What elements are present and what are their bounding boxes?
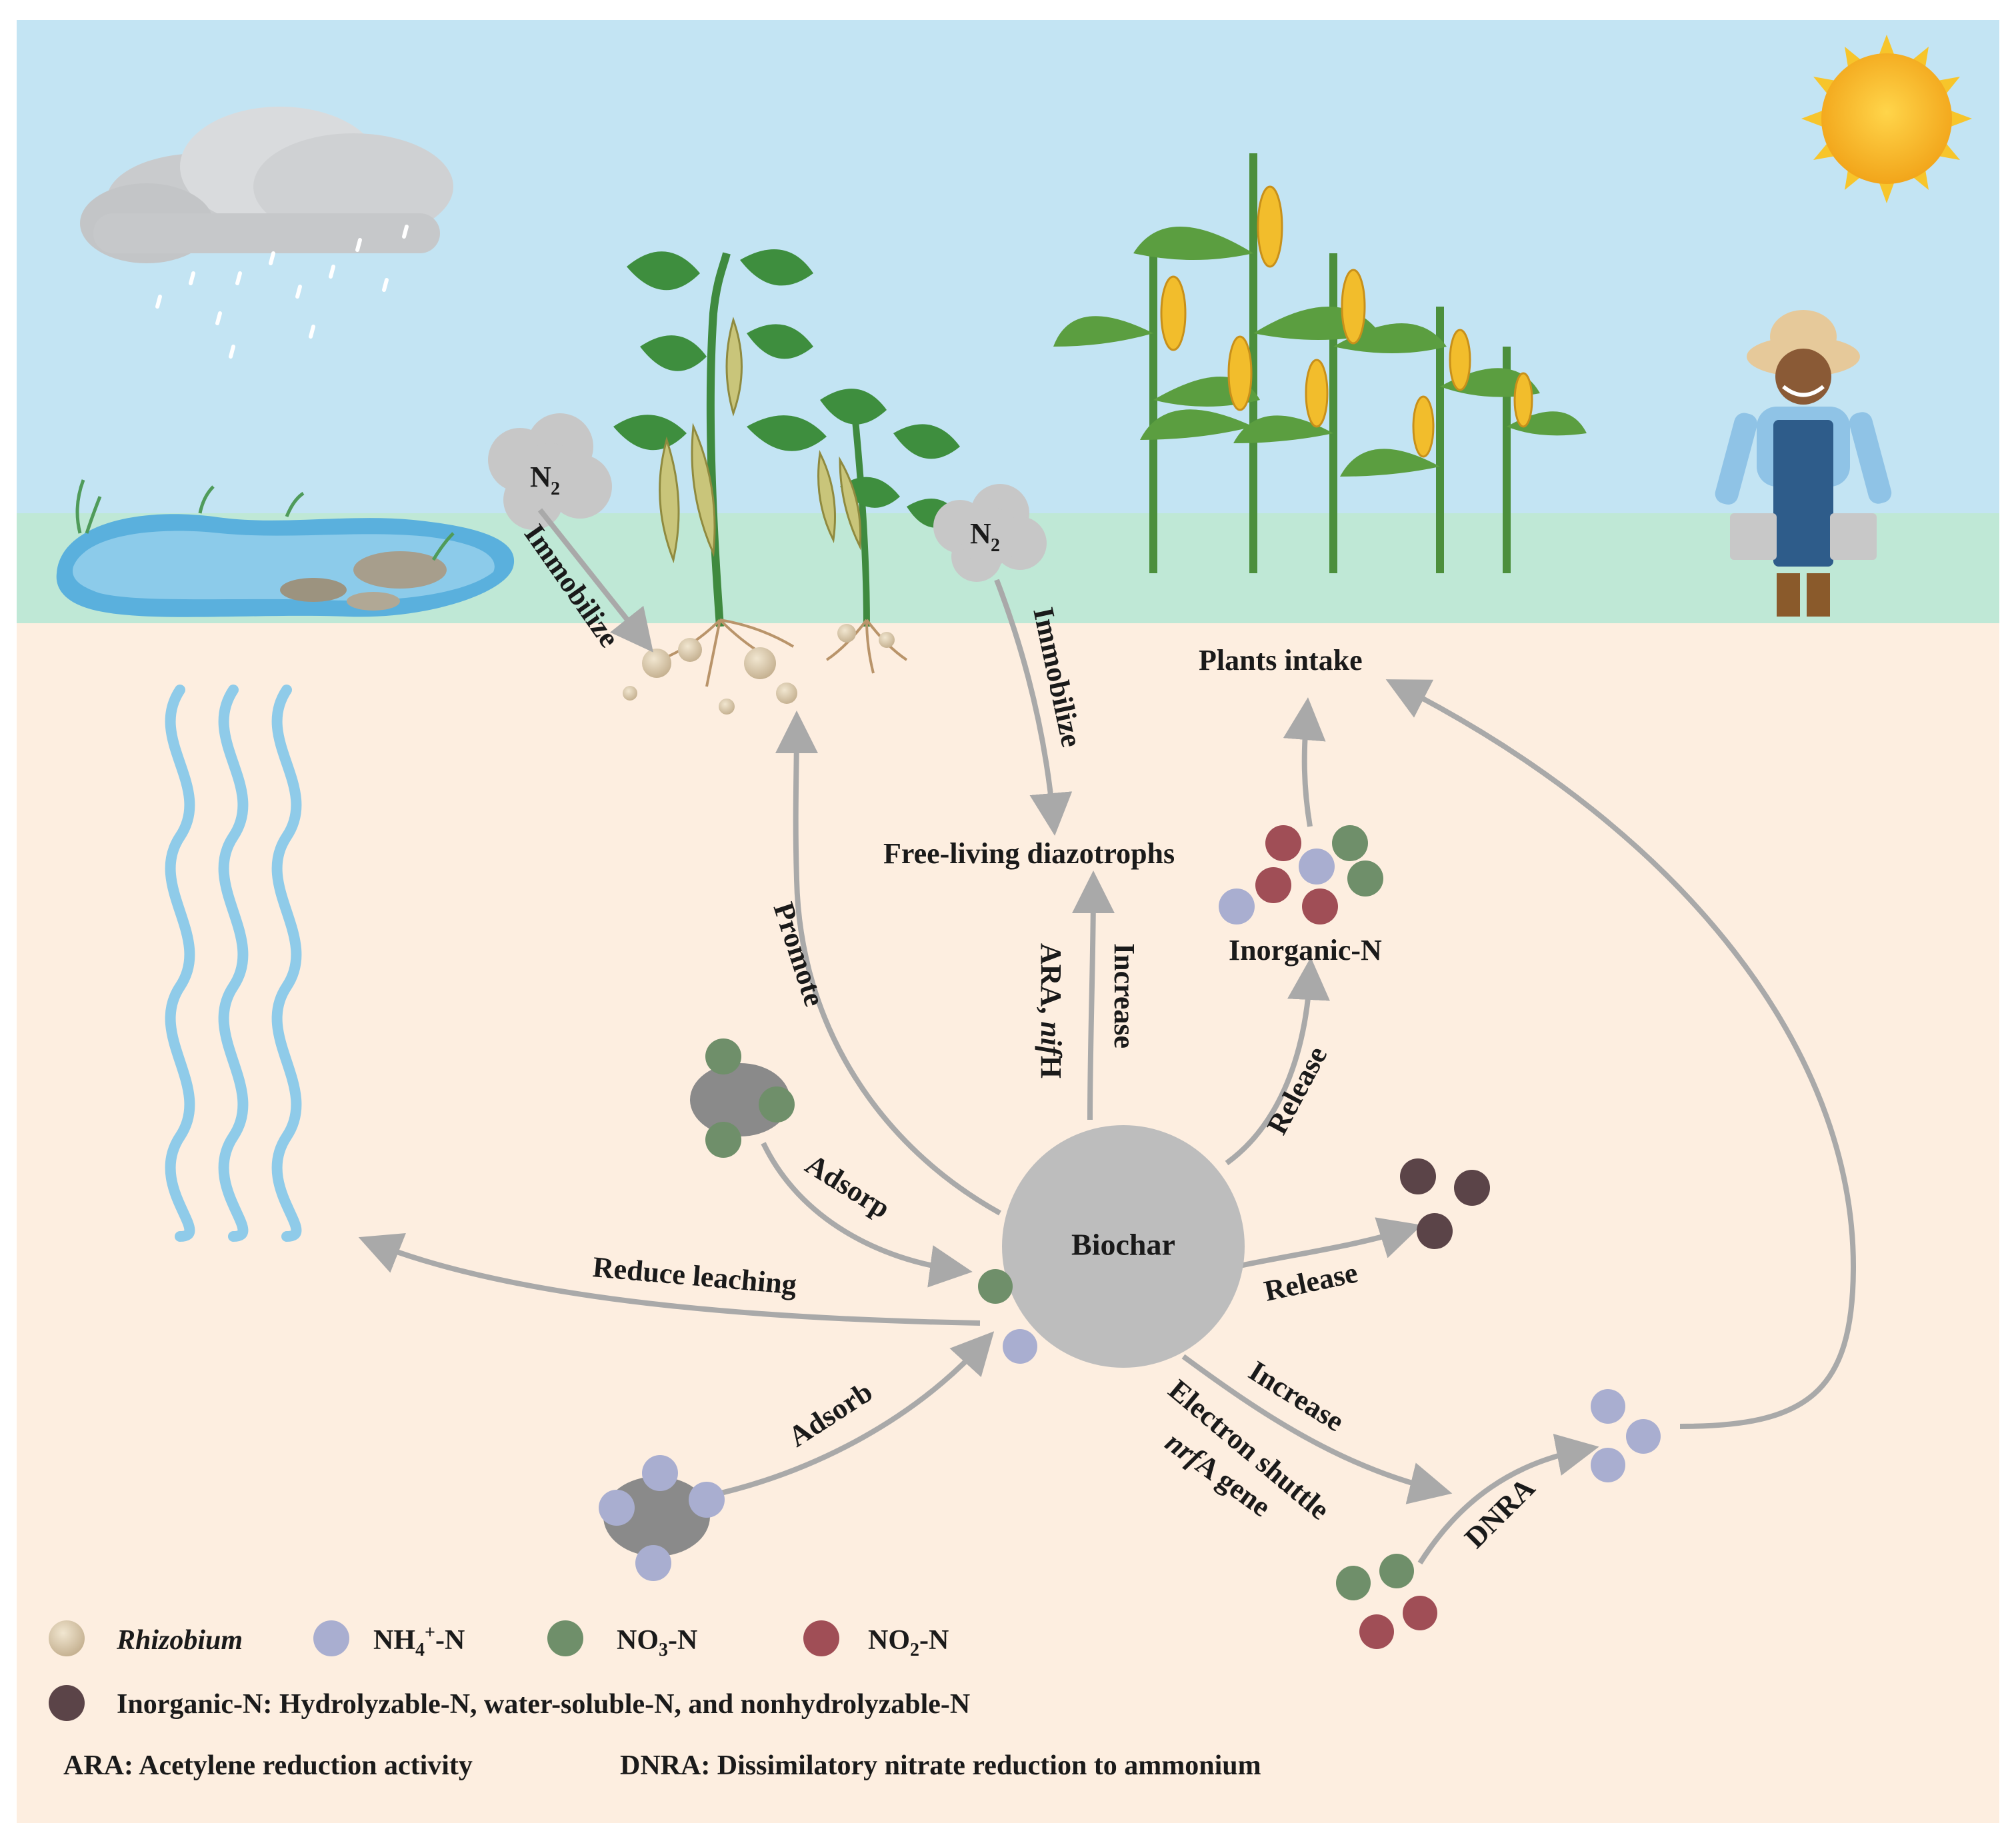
n2-left-label: N [530,461,551,493]
pond-icon [56,479,515,617]
svg-text:NO3-N: NO3-N [617,1625,697,1660]
legend-rhizobium: Rhizobium [49,1620,243,1656]
legend-dnra-def: DNRA: Dissimilatory nitrate reduction to… [620,1750,1261,1781]
plants-intake-label: Plants intake [1199,644,1363,677]
biochar-node: Biochar [978,1125,1245,1368]
sky-background [17,20,1999,513]
nh4-adsorbed-cluster [599,1455,725,1581]
ara-nifh-label: ARA, nifH [1035,943,1067,1078]
legend-nh4: NH4+-N [313,1620,465,1660]
svg-text:Inorganic-N: Hydrolyzable-N, w: Inorganic-N: Hydrolyzable-N, water-solub… [117,1689,970,1720]
arrow-dnra [1417,1434,1599,1565]
arrow-plants-intake-short [1283,697,1326,827]
legend-no3: NO3-N [547,1620,697,1660]
farmer-icon [1715,310,1892,617]
arrow-release-up [1225,957,1330,1166]
n2-cloud-right: N 2 [933,484,1047,582]
root-nodules [623,624,895,715]
n2-cloud-left: N 2 [488,413,612,530]
svg-text:Rhizobium: Rhizobium [116,1625,243,1656]
inorganic-n-cluster [1219,825,1383,924]
no3-adsorbed-cluster [690,1038,795,1158]
legend: Rhizobium NH4+-N NO3-N NO2-N Inorganic-N… [49,1620,1261,1781]
arrows [358,508,1857,1565]
increase-up-label: Increase [1108,943,1141,1048]
dnra-no3-no2-cluster [1336,1554,1437,1649]
released-inorganic-n-dark-cluster [1400,1158,1490,1249]
legend-no2: NO2-N [803,1620,949,1660]
arrow-increase-dnra [1181,1354,1453,1504]
free-living-diazotrophs-label: Free-living diazotrophs [883,837,1175,870]
arrow-release-right [1236,1217,1422,1269]
inorganic-n-label: Inorganic-N [1229,934,1382,966]
sun-icon [1801,35,1972,203]
rain-cloud-icon [80,107,453,359]
arrow-adsorb [706,1331,995,1499]
arrow-increase-up [1071,871,1115,1120]
legend-inorganic-n: Inorganic-N: Hydrolyzable-N, water-solub… [49,1685,970,1721]
n2-left-sub: 2 [551,479,560,499]
dnra-nh4-cluster [1591,1389,1661,1482]
arrow-promote [775,711,1001,1216]
leaching-water-waves [165,685,302,1242]
arrow-plants-intake-long [1385,679,1857,1429]
n2-right-sub: 2 [991,535,1000,556]
arrow-immobilize-right [994,579,1073,836]
legend-ara-def: ARA: Acetylene reduction activity [63,1750,473,1781]
svg-text:NH4+-N: NH4+-N [373,1622,465,1660]
arrow-immobilize-left [537,508,653,653]
n2-right-label: N [970,517,991,550]
svg-text:ARA, nifH: ARA, nifH [1035,943,1067,1078]
biochar-label: Biochar [1071,1228,1175,1262]
corn-field-icon [1053,153,1587,573]
svg-text:NO2-N: NO2-N [868,1625,949,1660]
arrow-adsorp [761,1142,973,1288]
arrow-reduce-leaching [358,1232,981,1326]
